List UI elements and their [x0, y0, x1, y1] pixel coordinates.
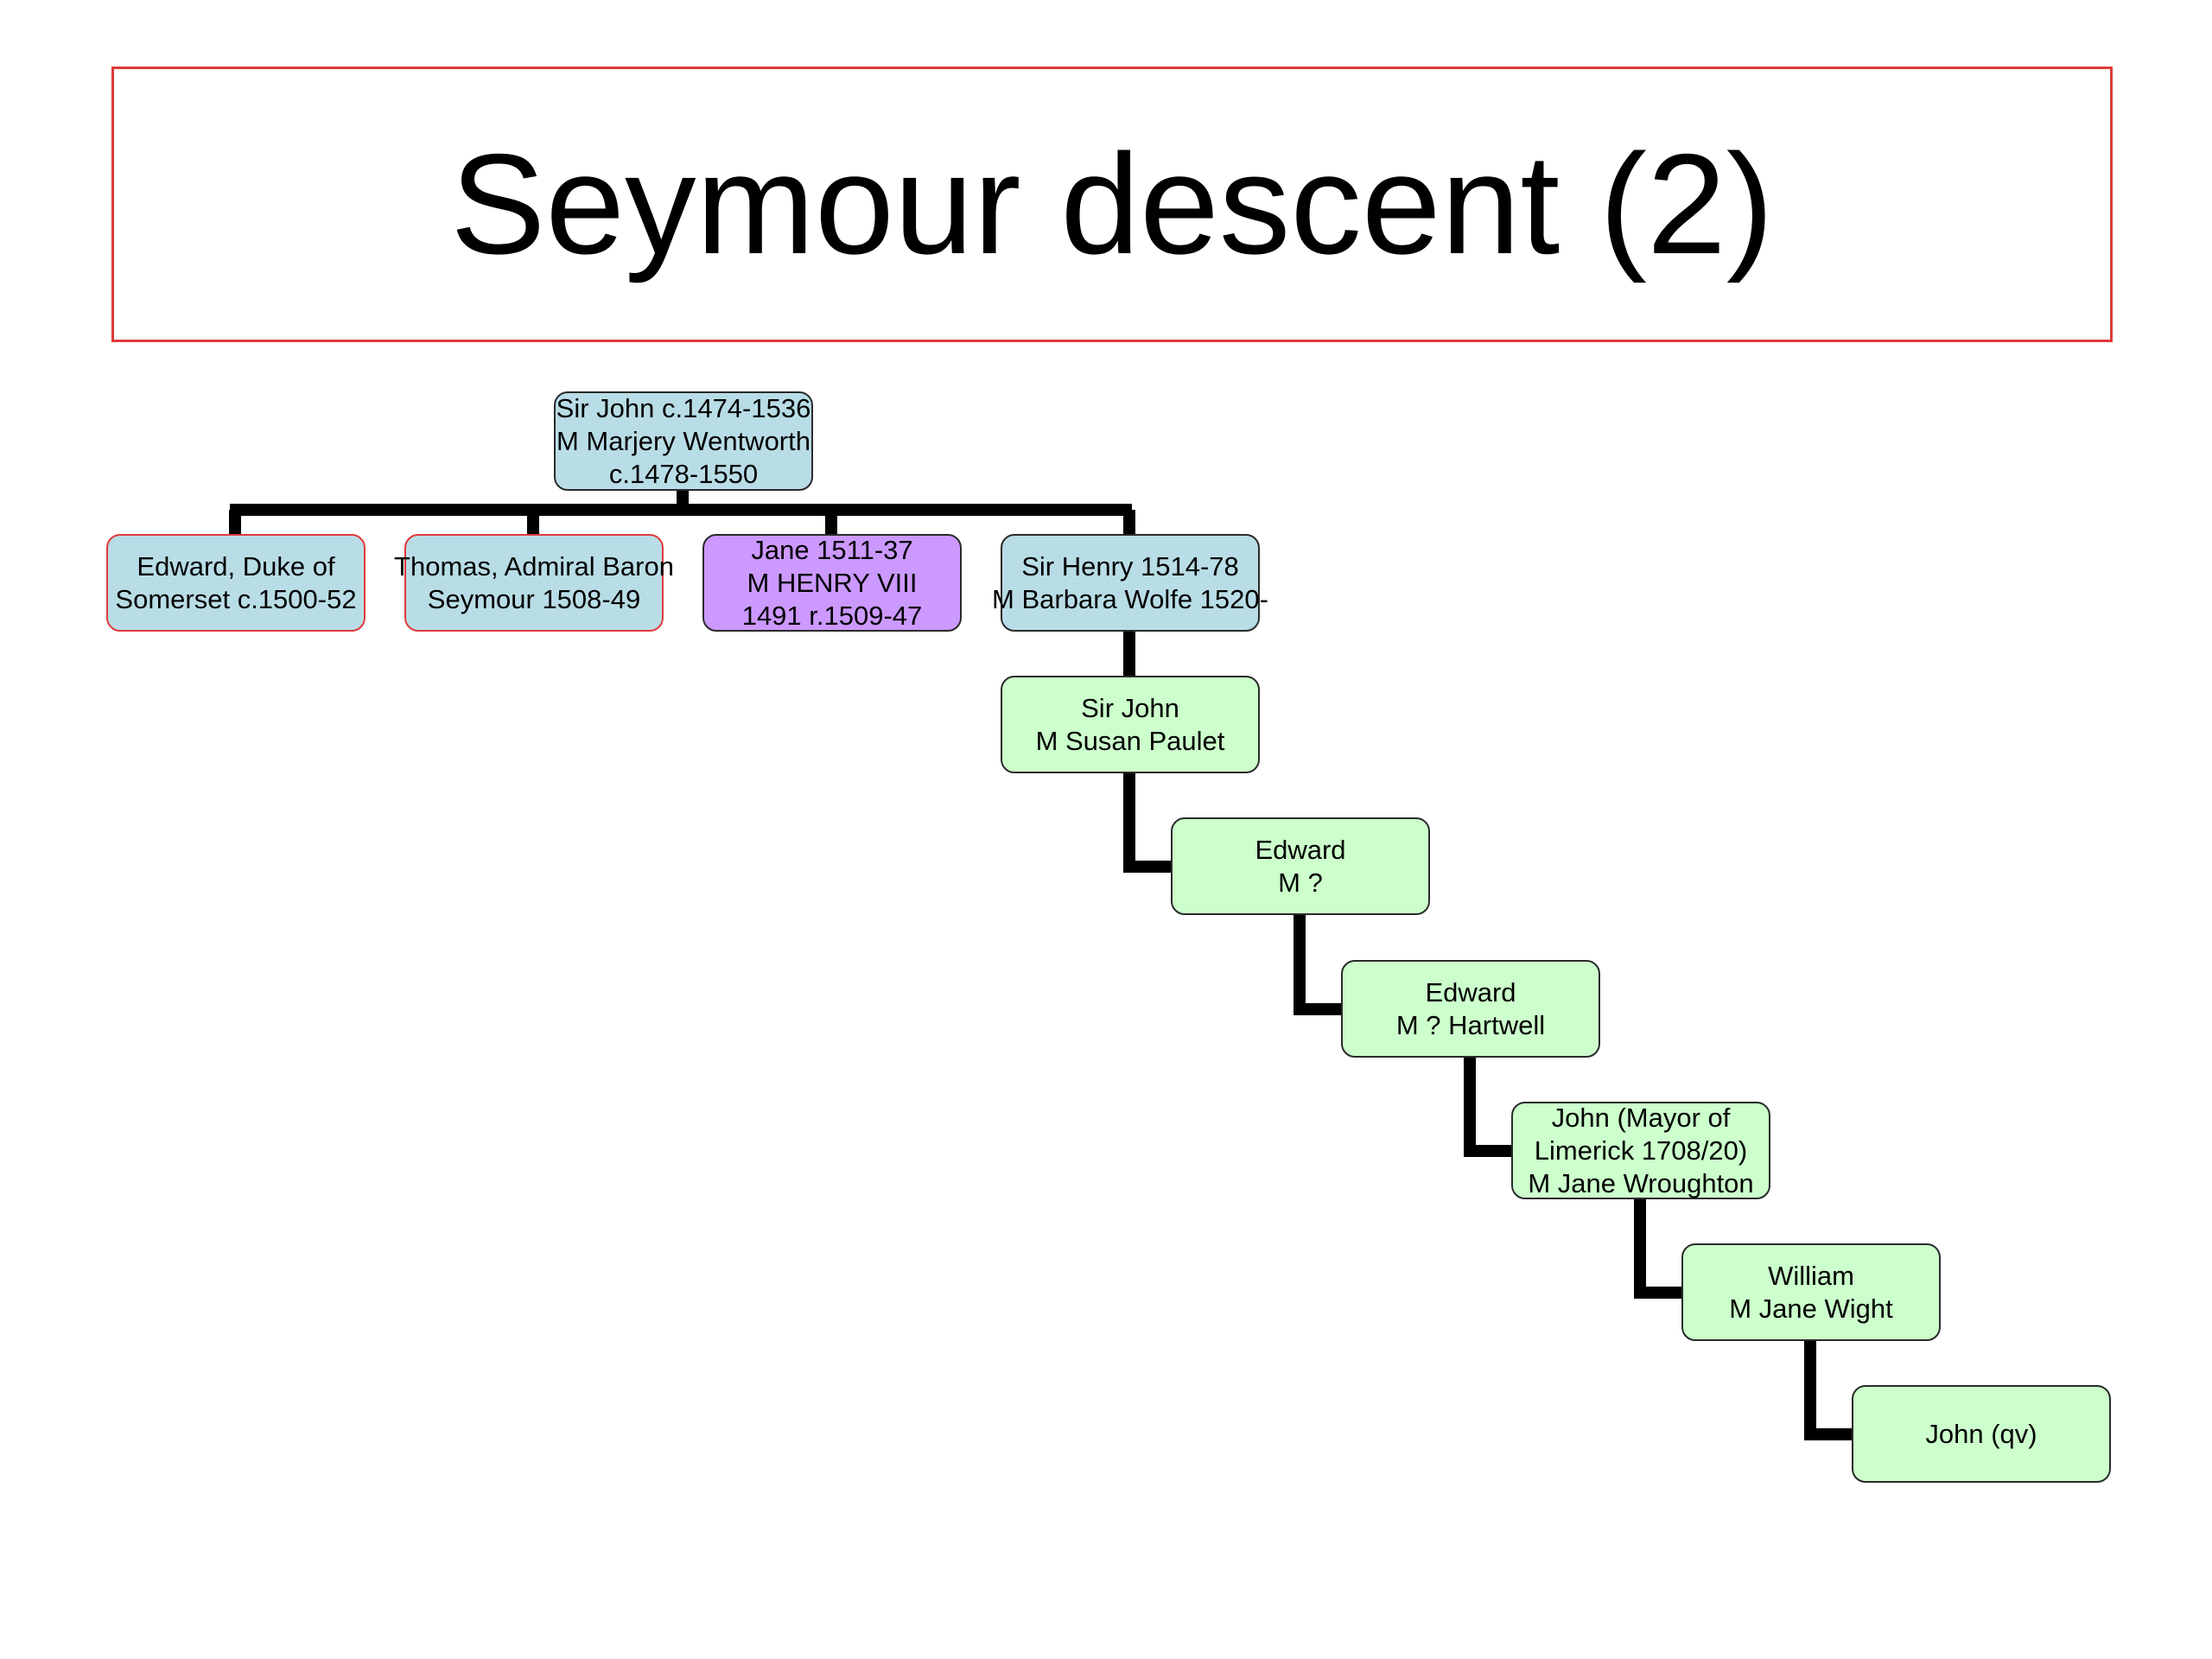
connector-john-to-edward [1123, 772, 1172, 873]
node-line: M Jane Wight [1729, 1293, 1893, 1324]
node-line: M Jane Wroughton [1528, 1167, 1754, 1198]
node-line: M HENRY VIII [747, 567, 918, 598]
node-john-qv: John (qv) [1852, 1385, 2111, 1483]
node-line: M Marjery Wentworth [556, 425, 810, 456]
node-line: Edward, Duke of [137, 550, 335, 582]
node-line: 1491 r.1509-47 [741, 600, 923, 631]
title-frame: Seymour descent (2) [111, 67, 2113, 342]
node-edward-duke: Edward, Duke of Somerset c.1500-52 [106, 534, 365, 632]
connector-edward-hartwell-to-john-mayor [1464, 1057, 1512, 1157]
node-line: Sir John [1081, 692, 1179, 723]
node-line: Seymour 1508-49 [427, 583, 641, 614]
node-william: William M Jane Wight [1681, 1243, 1941, 1341]
node-line: Thomas, Admiral Baron [394, 550, 674, 582]
page-title: Seymour descent (2) [450, 124, 1774, 283]
node-line: M ? Hartwell [1395, 1009, 1546, 1040]
node-line: c.1478-1550 [608, 458, 759, 489]
node-line: John (Mayor of [1551, 1102, 1731, 1133]
connector-john-mayor-to-william [1634, 1198, 1682, 1299]
node-line: M ? [1278, 867, 1323, 898]
node-edward-1: Edward M ? [1171, 817, 1430, 915]
connector-edward-to-edward-hartwell [1294, 914, 1342, 1015]
node-line: Jane 1511-37 [751, 534, 913, 565]
connector-william-to-john-qv [1804, 1340, 1853, 1440]
node-john-mayor: John (Mayor of Limerick 1708/20) M Jane … [1511, 1102, 1770, 1199]
node-sir-john-root: Sir John c.1474-1536 M Marjery Wentworth… [554, 391, 813, 491]
node-line: M Barbara Wolfe 1520- [992, 583, 1268, 614]
node-edward-hartwell: Edward M ? Hartwell [1341, 960, 1600, 1058]
node-jane: Jane 1511-37 M HENRY VIII 1491 r.1509-47 [702, 534, 962, 632]
node-thomas-admiral: Thomas, Admiral Baron Seymour 1508-49 [394, 534, 674, 632]
node-line: Somerset c.1500-52 [115, 583, 357, 614]
node-line: William [1768, 1260, 1854, 1291]
node-line: John (qv) [1925, 1418, 2037, 1449]
node-line: Edward [1425, 976, 1516, 1007]
node-sir-john-paulet: Sir John M Susan Paulet [1001, 676, 1260, 773]
node-sir-henry: Sir Henry 1514-78 M Barbara Wolfe 1520- [992, 534, 1268, 632]
node-line: M Susan Paulet [1035, 725, 1225, 756]
node-line: Limerick 1708/20) [1534, 1135, 1748, 1166]
node-line: Sir Henry 1514-78 [1021, 550, 1239, 582]
node-line: Sir John c.1474-1536 [556, 392, 811, 423]
node-line: Edward [1255, 834, 1346, 865]
